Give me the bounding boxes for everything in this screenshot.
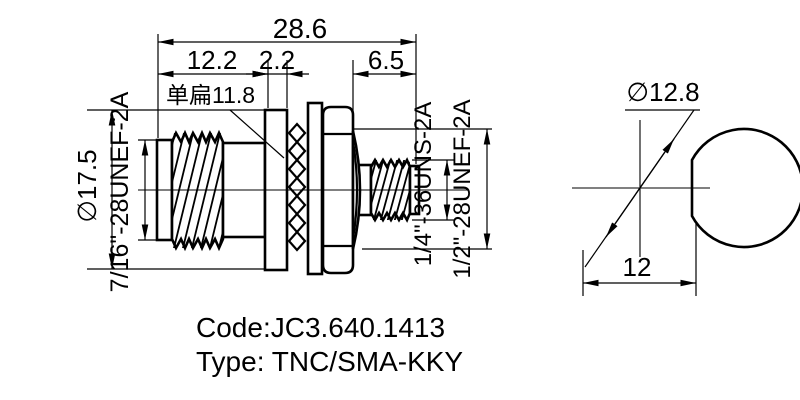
thread-rear-label: 1/4"-36UNS-2A (410, 102, 437, 267)
flat-washer (306, 101, 324, 276)
lock-washer (287, 122, 307, 252)
flat-callout-leader (229, 109, 285, 159)
dim-front-label: 12.2 (187, 45, 238, 75)
dim-flange-label: 2.2 (259, 45, 295, 75)
dimensions-main (87, 34, 492, 270)
dim-rear-label: 6.5 (368, 45, 404, 75)
part-type: Type: TNC/SMA-KKY (196, 346, 463, 377)
dim-overall-label: 28.6 (273, 13, 328, 44)
labels: 28.6 12.2 2.2 6.5 单扁11.8 ∅17.5 7/16"-28U… (72, 13, 700, 292)
thread-mount-label: 1/2"-28UNEF-2A (449, 99, 476, 278)
cutout-dia-label: ∅12.8 (626, 77, 699, 107)
part-code: Code:JC3.640.1413 (196, 312, 445, 343)
panel-cutout-circle (690, 127, 800, 249)
thread-front-label: 7/16"-28UNEF-2A (106, 91, 134, 292)
cutout-view (572, 109, 800, 296)
main-view (138, 101, 468, 276)
footer: Code:JC3.640.1413 Type: TNC/SMA-KKY (196, 312, 463, 377)
cutout-flat-label: 12 (623, 252, 652, 282)
dim-body-dia-label: ∅17.5 (72, 149, 102, 222)
flat-callout-label: 单扁11.8 (166, 82, 255, 108)
